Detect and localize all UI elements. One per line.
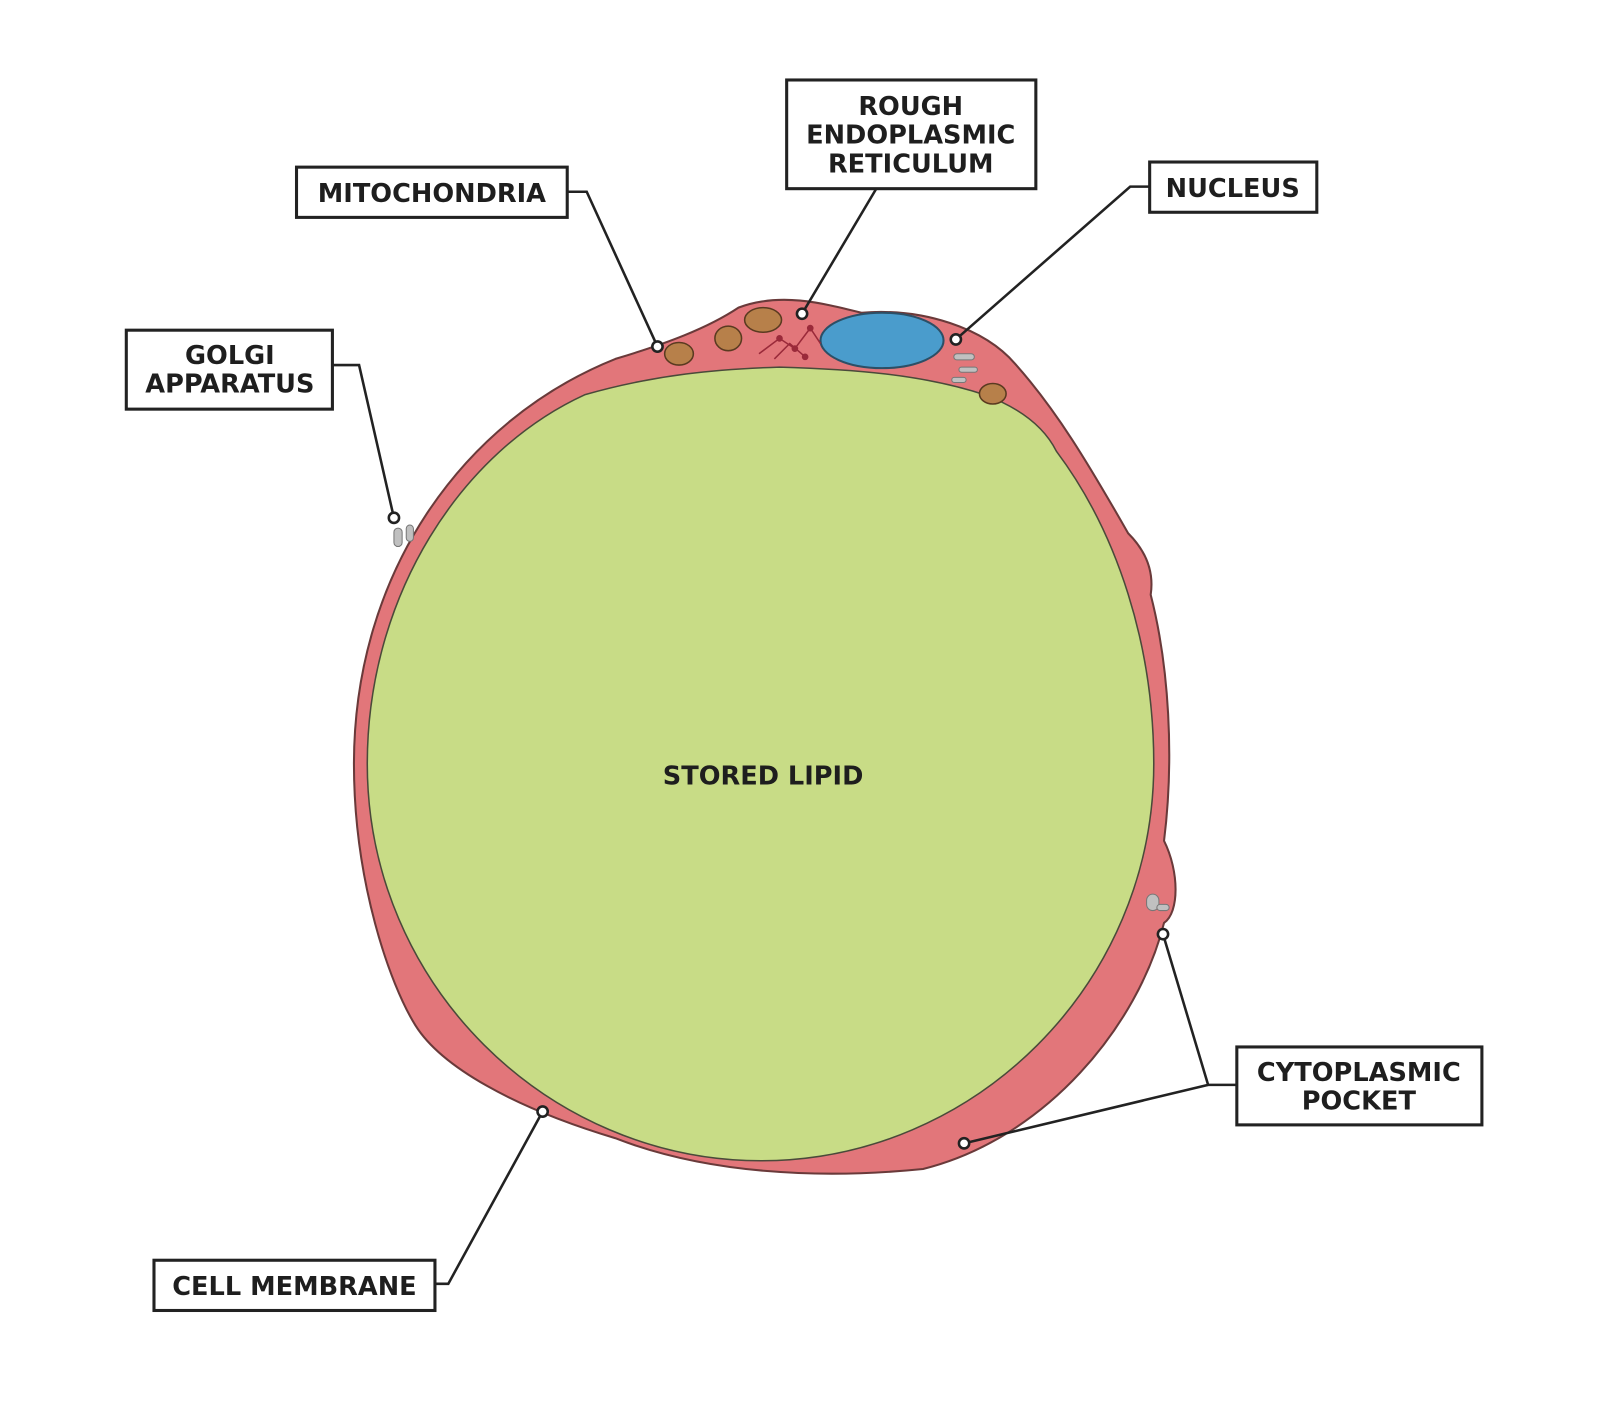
label-cytoplasmic-line-2: POCKET: [1302, 1087, 1417, 1117]
label-cytoplasmic-line-1: CYTOPLASMIC: [1257, 1058, 1461, 1088]
marker-golgi: [387, 511, 401, 525]
label-rer-line-1: ROUGH: [858, 92, 963, 122]
marker-cell-membrane: [536, 1105, 550, 1118]
label-cell-membrane-text: CELL MEMBRANE: [172, 1272, 416, 1302]
marker-cytoplasmic-pocket-2: [957, 1136, 971, 1150]
marker-nucleus: [949, 333, 963, 346]
label-golgi-line-1: GOLGI: [185, 341, 275, 371]
label-rer-line-2: ENDOPLASMIC: [806, 121, 1015, 151]
label-golgi-line-2: APPARATUS: [145, 370, 314, 400]
mitochondrion-1: [663, 341, 695, 366]
label-mitochondria-text: MITOCHONDRIA: [318, 179, 546, 209]
mitochondrion-2: [714, 325, 743, 352]
stored-lipid-droplet: [366, 366, 1155, 1162]
mitochondrion-3: [743, 306, 783, 334]
marker-rer: [795, 307, 809, 321]
label-golgi: GOLGI APPARATUS: [124, 328, 334, 411]
nucleus-shape: [819, 311, 945, 370]
golgi-stacks: [393, 353, 1170, 912]
label-mitochondria: MITOCHONDRIA: [294, 165, 569, 219]
marker-mitochondria: [651, 340, 664, 353]
mitochondrion-4: [978, 382, 1007, 405]
label-cytoplasmic-pocket: CYTOPLASMIC POCKET: [1235, 1045, 1484, 1127]
label-stored-lipid: STORED LIPID: [663, 761, 864, 791]
label-cell-membrane: CELL MEMBRANE: [152, 1258, 437, 1313]
rough-er-network: [758, 324, 822, 361]
label-nucleus: NUCLEUS: [1148, 160, 1319, 214]
adipocyte-cell: [352, 298, 1177, 1175]
label-nucleus-text: NUCLEUS: [1166, 174, 1300, 204]
label-rer-line-3: RETICULUM: [828, 149, 994, 179]
marker-cytoplasmic-pocket-1: [1156, 927, 1170, 941]
label-rough-er: ROUGH ENDOPLASMIC RETICULUM: [785, 78, 1038, 191]
leader-lines: [332, 185, 1237, 1286]
